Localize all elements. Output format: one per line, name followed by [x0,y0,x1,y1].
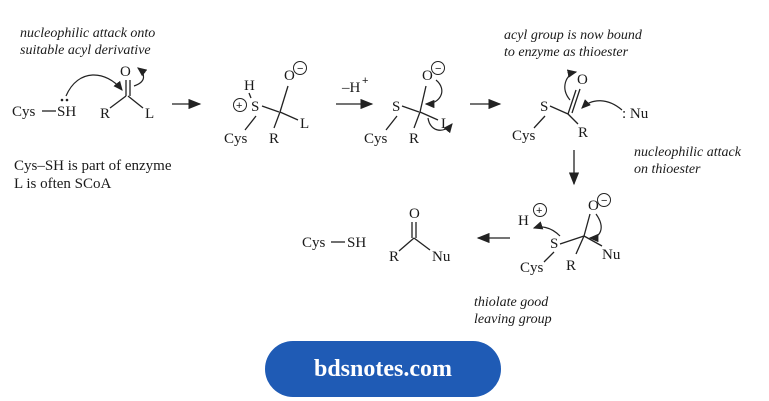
note-attack-line1: nucleophilic attack onto [20,26,155,41]
note-cys-line2: L is often SCoA [14,176,112,192]
h-label: H [244,78,255,94]
note-thio-line1: nucleophilic attack [634,145,742,160]
minus-h-label: –H [341,80,361,96]
plus-superscript: + [362,75,368,87]
o-label-6: O [409,206,420,222]
note-leave-line1: thiolate good [474,295,549,310]
o-label-5: O [588,198,599,214]
cys-label-2: Cys [224,131,248,147]
l-label: L [145,106,154,122]
nu-label-5: Nu [602,247,621,263]
nu-lone-pair-label: : Nu [622,106,649,122]
s-label-5: S [550,236,558,252]
s-label-3: S [392,99,400,115]
o-label-3: O [422,68,433,84]
minus-charge: − [297,63,303,75]
r-label-5: R [566,258,576,274]
minus-charge-3: − [435,63,441,75]
note-attack-line2: suitable acyl derivative [20,43,151,58]
l-label-2: L [300,116,309,132]
s-label-4: S [540,99,548,115]
structure-thioester: S O R Cys : Nu [512,69,649,144]
r-label-3: R [409,131,419,147]
structure-tetrahedral-protonated: H + S O − L R Cys [224,61,309,147]
nu-label-6: Nu [432,249,451,265]
cys-label-6: Cys [302,235,326,251]
sh-label-6: SH [347,235,366,251]
h-label-5: H [518,213,529,229]
note-leave-line2: leaving group [474,312,552,327]
site-banner: bdsnotes.com [265,341,501,397]
note-cys-line1: Cys–SH is part of enzyme [14,158,172,174]
structure-products: Cys SH R O Nu [302,206,451,265]
site-name: bdsnotes.com [313,355,452,382]
cys-label-5: Cys [520,260,544,276]
cys-label: Cys [12,104,36,120]
note-bound-line1: acyl group is now bound [504,28,643,43]
s-label: S [251,99,259,115]
note-thio-line2: on thioester [634,162,701,177]
cys-label-3: Cys [364,131,388,147]
o-label-4: O [577,72,588,88]
structure-tetrahedral-neutral-s: S O − L R Cys [364,61,453,147]
o-label: O [120,64,131,80]
minus-charge-5: − [601,195,607,207]
plus-charge-5: + [536,205,542,217]
note-bound-line2: to enzyme as thioester [504,45,629,60]
cys-label-4: Cys [512,128,536,144]
plus-charge: + [236,100,242,112]
structure-tetrahedral-nu: H + S O − Nu R Cys [518,193,621,276]
structure-cys-sh-and-acyl: Cys SH R O L [12,64,154,122]
r-label-4: R [578,125,588,141]
r-label: R [100,106,110,122]
r-label-6: R [389,249,399,265]
sh-label: SH [57,104,76,120]
r-label-2: R [269,131,279,147]
o-label-2: O [284,68,295,84]
